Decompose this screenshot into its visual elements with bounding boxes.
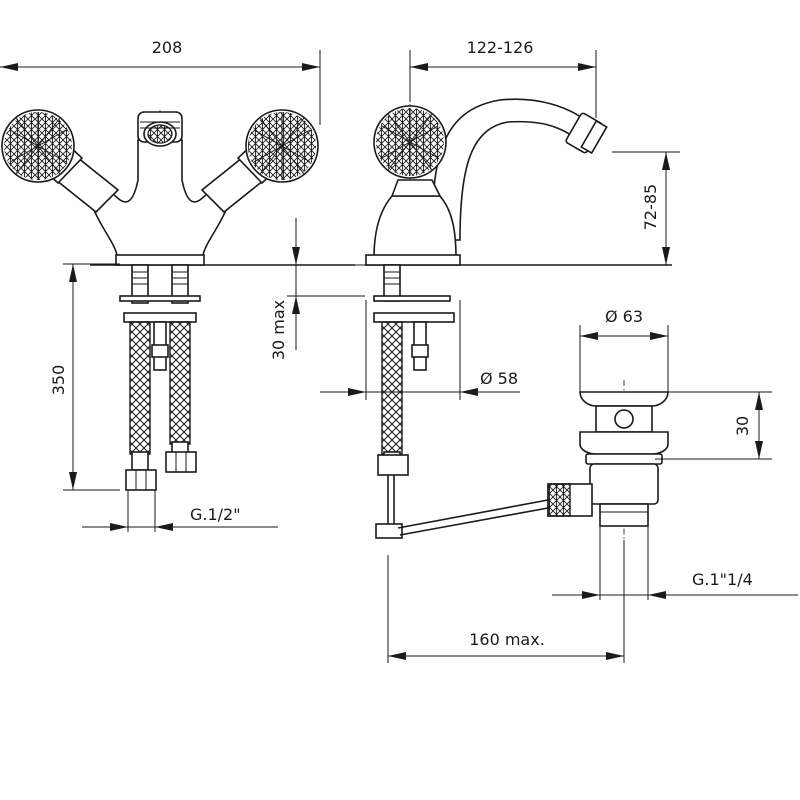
dim-hose-350: 350	[49, 263, 120, 491]
dim-width-208: 208	[0, 38, 321, 125]
washer-side	[373, 295, 451, 302]
dim-waste-height: 30	[655, 391, 772, 460]
rod-clamp	[375, 523, 403, 539]
dim-waste-thread: G.1"1/4	[552, 526, 798, 600]
aerator-mesh	[147, 124, 173, 144]
right-crystal-facets	[248, 112, 316, 180]
waste-assembly	[547, 380, 669, 540]
dim-waste-diameter: Ø 63	[579, 307, 669, 392]
front-view	[1, 109, 355, 491]
label-d58: Ø 58	[480, 369, 518, 388]
label-350: 350	[49, 365, 68, 396]
dim-spout-height: 72-85	[612, 151, 680, 265]
dim-deck-thickness: 30 max	[269, 218, 365, 360]
label-g-1-1-4: G.1"1/4	[692, 570, 753, 589]
label-122-126: 122-126	[467, 38, 534, 57]
waste-pivot-hole	[614, 409, 634, 429]
fixing-plate-front	[123, 312, 197, 323]
label-208: 208	[152, 38, 183, 57]
hose-ferrule-left	[131, 451, 149, 471]
hose-side	[381, 321, 403, 455]
label-160-max: 160 max.	[469, 630, 545, 649]
left-crystal-facets	[4, 112, 72, 180]
mixer-base-side	[365, 254, 461, 266]
label-30-max: 30 max	[269, 300, 288, 360]
mixer-body-front	[91, 139, 229, 263]
mixer-base-front	[115, 254, 205, 266]
hex-nut-right	[165, 451, 197, 473]
side-crystal-facets	[376, 108, 444, 176]
hose-right	[169, 321, 191, 445]
mixer-body-side	[373, 195, 457, 259]
hex-nut-side	[377, 454, 409, 476]
hose-left	[129, 321, 151, 455]
hex-nut-left	[125, 469, 157, 491]
waste-tail	[589, 463, 659, 505]
dim-deck-hole: Ø 58	[320, 300, 520, 400]
waste-rod-knurl	[547, 483, 571, 517]
fixing-plate-side	[373, 312, 455, 323]
waste-lock-nut	[579, 431, 669, 455]
label-waste-30: 30	[733, 416, 752, 436]
label-g-half: G.1/2"	[190, 505, 241, 524]
waste-flange	[579, 391, 669, 407]
side-view	[365, 95, 672, 539]
spout-side	[431, 98, 590, 241]
dim-thread-half: G.1/2"	[82, 490, 278, 532]
dim-rod-length: 160 max.	[387, 540, 625, 663]
waste-outlet	[599, 503, 649, 527]
label-72-85: 72-85	[641, 184, 660, 231]
washer-front	[119, 295, 201, 302]
label-d63: Ø 63	[605, 307, 643, 326]
dim-reach: 122-126	[409, 38, 597, 118]
